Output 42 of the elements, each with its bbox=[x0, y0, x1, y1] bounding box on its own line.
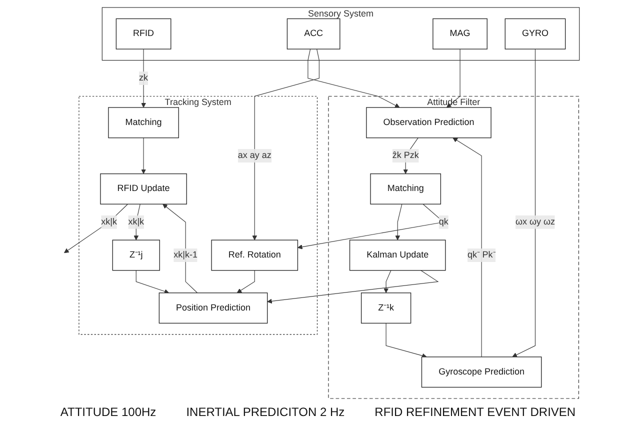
edge-label: zk bbox=[139, 72, 148, 82]
node-box: Ref. Rotation bbox=[211, 239, 298, 270]
arrow bbox=[308, 48, 400, 108]
node-box: Z⁻¹j bbox=[112, 239, 160, 270]
arrow bbox=[141, 137, 146, 174]
node-box: GYRO bbox=[504, 18, 566, 49]
arrow bbox=[395, 203, 402, 240]
arrow bbox=[64, 203, 128, 253]
node-box: RFID bbox=[116, 18, 172, 49]
note-text: ATTITUDE 100Hz bbox=[60, 405, 156, 419]
arrow bbox=[446, 48, 460, 108]
edge-label: ax ay az bbox=[238, 150, 272, 160]
node-box: ACC bbox=[286, 18, 340, 49]
arrow bbox=[386, 322, 427, 358]
arrow bbox=[384, 270, 392, 293]
arrow bbox=[252, 48, 320, 240]
edge-label: ωx ωy ωz bbox=[516, 216, 556, 226]
arrow bbox=[512, 48, 536, 357]
note-text: INERTIAL PREDICITON 2 Hz bbox=[186, 405, 345, 419]
node-box: Kalman Update bbox=[349, 239, 446, 270]
node-box: Matching bbox=[108, 106, 180, 138]
arrow bbox=[267, 270, 439, 304]
edge-label: xk|k-1 bbox=[174, 250, 198, 260]
arrow bbox=[134, 203, 140, 240]
edge-label: qk⁻ Pk⁻ bbox=[468, 250, 496, 260]
node-box: Observation Prediction bbox=[366, 106, 492, 138]
edge-label: qk bbox=[438, 216, 448, 226]
arrow bbox=[452, 137, 482, 357]
edge-label: xk|k bbox=[128, 216, 144, 226]
node-box: RFID Update bbox=[100, 172, 188, 204]
node-box: Position Prediction bbox=[158, 292, 268, 324]
node-box: Z⁻¹k bbox=[361, 292, 412, 324]
edge-label: xk|k bbox=[101, 216, 118, 226]
node-box: Matching bbox=[370, 172, 442, 204]
arrow bbox=[162, 203, 198, 293]
node-box: MAG bbox=[432, 18, 488, 49]
arrow bbox=[141, 48, 146, 108]
arrow bbox=[136, 270, 170, 294]
edge-label: ẑk Pzk bbox=[392, 150, 419, 160]
note-text: RFID REFINEMENT EVENT DRIVEN bbox=[374, 405, 576, 419]
node-box: Gyroscope Prediction bbox=[421, 356, 542, 388]
arrow bbox=[236, 270, 255, 293]
